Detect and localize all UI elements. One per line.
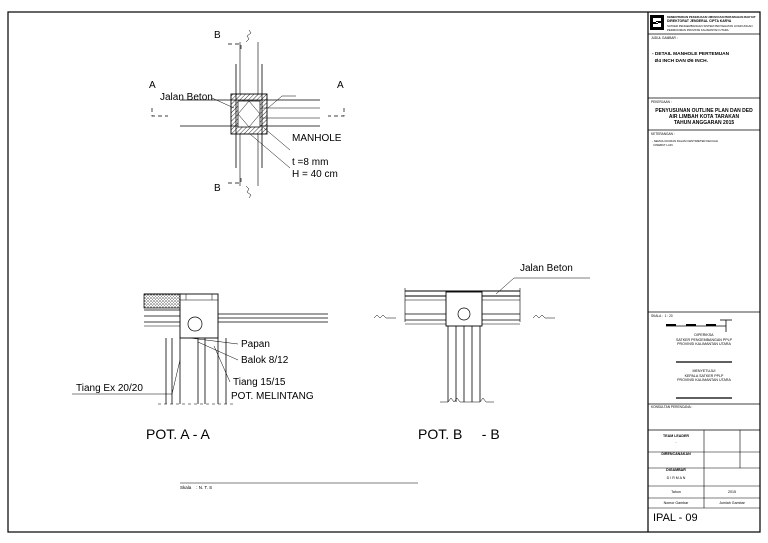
tb-jumlah-gambar: Jumlah Gambar xyxy=(719,501,745,505)
tb-judul-line-1: - DETAIL MANHOLE PERTEMUAN xyxy=(652,52,730,57)
plan-view xyxy=(151,29,345,199)
tb-konsultan-label: KONSULTAN PERENCANA : xyxy=(651,405,693,409)
tb-judul-line-2: Ø4 INCH DAN Ø6 INCH. xyxy=(652,59,708,64)
label-jalan-beton-bb: Jalan Beton xyxy=(520,263,573,274)
plan-jalan-beton-label: Jalan Beton xyxy=(160,92,213,103)
tb-header-line-3: SATKER PENGEMBANGAN SISTEM PENYEHATAN LI… xyxy=(667,24,753,28)
plan-a-right-label: A xyxy=(337,80,344,91)
tb-menyetujui-line-1: MENYETUJUI xyxy=(692,369,716,373)
tb-diperiksa-line-3: PROVINSI KALIMANTAN UTARA xyxy=(677,342,731,346)
manhole-section-bb xyxy=(445,291,483,327)
tb-pekerjaan-line-3: TAHUN ANGGARAN 2015 xyxy=(673,120,735,126)
tb-team-leader: TEAM LEADER xyxy=(663,434,689,438)
plan-a-left-label: A xyxy=(149,80,156,91)
tb-diperiksa-line-2: SATKER PENGEMBANGAN PPLP xyxy=(675,338,733,342)
label-papan: Papan xyxy=(241,339,270,350)
tb-drawing-number: IPAL - 09 xyxy=(653,512,698,524)
tb-pekerjaan-line-2: AIR LIMBAH KOTA TARAKAN xyxy=(668,114,740,120)
tb-keterangan-label: KETERANGAN : xyxy=(651,132,675,136)
tb-digambar: DIGAMBAR xyxy=(666,468,686,472)
manhole-section-aa xyxy=(179,293,219,339)
tb-header-line-4: PERMUKIMAN PROVINSI KALIMANTAN UTARA xyxy=(667,28,729,32)
tb-header-line-2: DIREKTORAT JENDERAL CIPTA KARYA xyxy=(667,19,732,23)
plan-thickness-label: t =8 mm xyxy=(292,157,329,168)
tb-team-leader-name: - xyxy=(675,440,677,444)
tb-tahun-value: 2015 xyxy=(728,490,736,494)
tb-digambar-name: D I R M A N xyxy=(666,476,686,480)
sheet-border xyxy=(7,11,761,533)
tb-tahun-label: Tahun xyxy=(671,490,681,494)
tb-direncanakan: DIRENCANAKAN xyxy=(661,452,691,456)
tb-pekerjaan-line-1: PENYUSUNAN OUTLINE PLAN DAN DED xyxy=(655,108,753,114)
section-bb xyxy=(373,277,590,403)
tb-menyetujui-line-2: KEPALA SATKER PPLP xyxy=(684,374,724,378)
tb-pekerjaan-label: PEKERJAAN : xyxy=(651,100,672,104)
label-tiang: Tiang 15/15 xyxy=(233,377,286,388)
plan-height-label: H = 40 cm xyxy=(292,169,338,180)
label-pot-melintang: POT. MELINTANG xyxy=(231,391,314,402)
tb-menyetujui-line-3: PROVINSI KALIMANTAN UTARA xyxy=(677,378,731,382)
tb-keterangan-line-1: - SEMUA UKURAN DALAM CENTIMETER KECUALI xyxy=(652,139,719,143)
section-aa-title: POT. A - A xyxy=(146,426,210,442)
tb-nomor-gambar: Nomor Gambar xyxy=(663,501,689,505)
tb-header-line-1: KEMENTERIAN PEKERJAAN UMUM DAN PERUMAHAN… xyxy=(667,15,756,19)
tb-judul-label: JUDUL GAMBAR : xyxy=(651,36,678,40)
label-tiang-ex: Tiang Ex 20/20 xyxy=(76,383,143,394)
title-block-frame xyxy=(648,33,760,509)
label-balok: Balok 8/12 xyxy=(241,355,289,366)
section-aa xyxy=(72,293,328,405)
tb-diperiksa-line-1: DIPERIKSA xyxy=(694,333,714,337)
tb-keterangan-line-2: DISEBUT LAIN xyxy=(652,143,673,147)
ministry-logo xyxy=(650,15,664,30)
plan-b-bottom-label: B xyxy=(214,183,221,194)
section-bb-title: POT. B - B xyxy=(418,426,500,442)
tb-skala-label: SKALA : 1 : 20 xyxy=(651,314,673,318)
plan-b-top-label: B xyxy=(214,30,221,41)
scale-note: Skala : N. T. S xyxy=(180,485,213,490)
plan-manhole-label: MANHOLE xyxy=(292,133,342,144)
